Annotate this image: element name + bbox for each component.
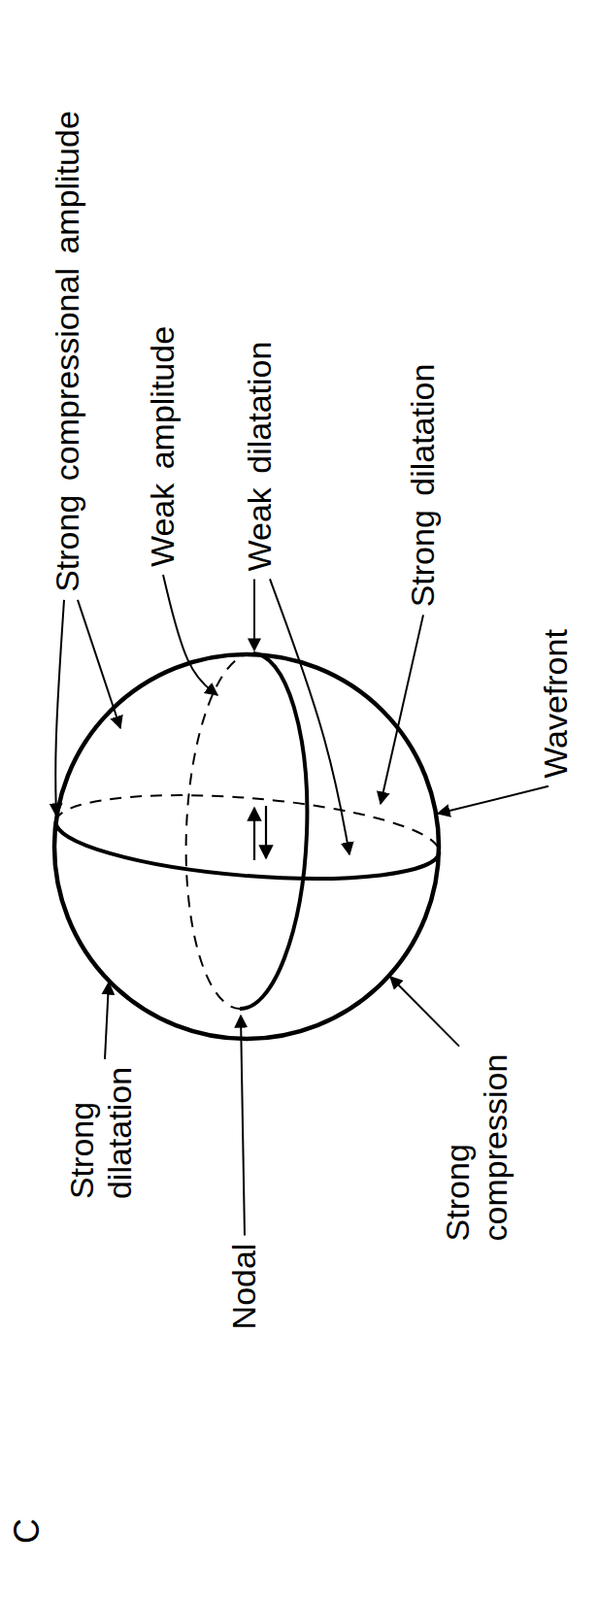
callout-label: Strong compression bbox=[438, 1054, 515, 1242]
nodal-plane-back bbox=[186, 653, 254, 1009]
panel-letter: C bbox=[6, 1518, 47, 1544]
leader-lines bbox=[55, 574, 549, 1235]
leader-arrow bbox=[240, 1015, 245, 1236]
leader-arrow bbox=[380, 614, 424, 804]
leader-arrow bbox=[55, 599, 65, 816]
equator-front bbox=[56, 821, 440, 879]
leader-arrow bbox=[163, 574, 218, 696]
leader-arrow bbox=[390, 976, 460, 1047]
leader-arrow bbox=[77, 599, 121, 729]
leader-arrow bbox=[269, 578, 350, 855]
leader-arrow bbox=[253, 578, 256, 651]
equator-back bbox=[56, 795, 440, 853]
callout-label: Weak dilatation bbox=[240, 341, 279, 572]
wavefront-sphere bbox=[54, 654, 439, 1039]
leader-arrow bbox=[104, 982, 109, 1060]
leader-arrow bbox=[437, 786, 549, 814]
callout-label: Weak amplitude bbox=[143, 326, 182, 567]
nodal-plane-front bbox=[239, 653, 307, 1009]
callout-label: Strong compressional amplitude bbox=[48, 110, 87, 593]
callout-label: Nodal bbox=[225, 1243, 264, 1330]
slip-arrow-down bbox=[265, 805, 267, 859]
callout-label: Strong dilatation bbox=[63, 1066, 139, 1199]
callout-label: Wavefront bbox=[536, 629, 575, 779]
callout-label: Strong dilatation bbox=[403, 364, 442, 608]
slip-arrow-up bbox=[253, 807, 256, 861]
